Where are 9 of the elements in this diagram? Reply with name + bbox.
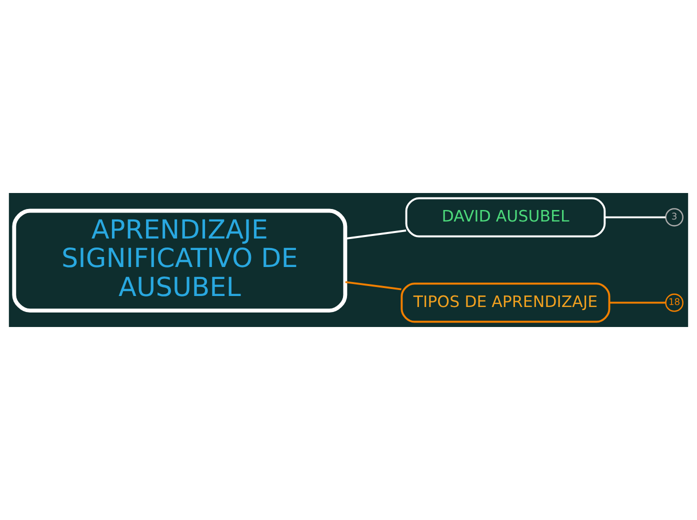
connector bbox=[345, 229, 406, 240]
node-circle: 3 bbox=[665, 208, 684, 226]
connector bbox=[610, 302, 666, 304]
node-box: DAVID AUSUBEL bbox=[405, 197, 606, 238]
node-box: TIPOS DE APRENDIZAJE bbox=[400, 282, 610, 323]
node-circle: 18 bbox=[665, 294, 684, 312]
node-box: APRENDIZAJE SIGNIFICATIVO DE AUSUBEL bbox=[12, 208, 348, 313]
connector bbox=[604, 216, 666, 218]
connector bbox=[345, 281, 402, 290]
